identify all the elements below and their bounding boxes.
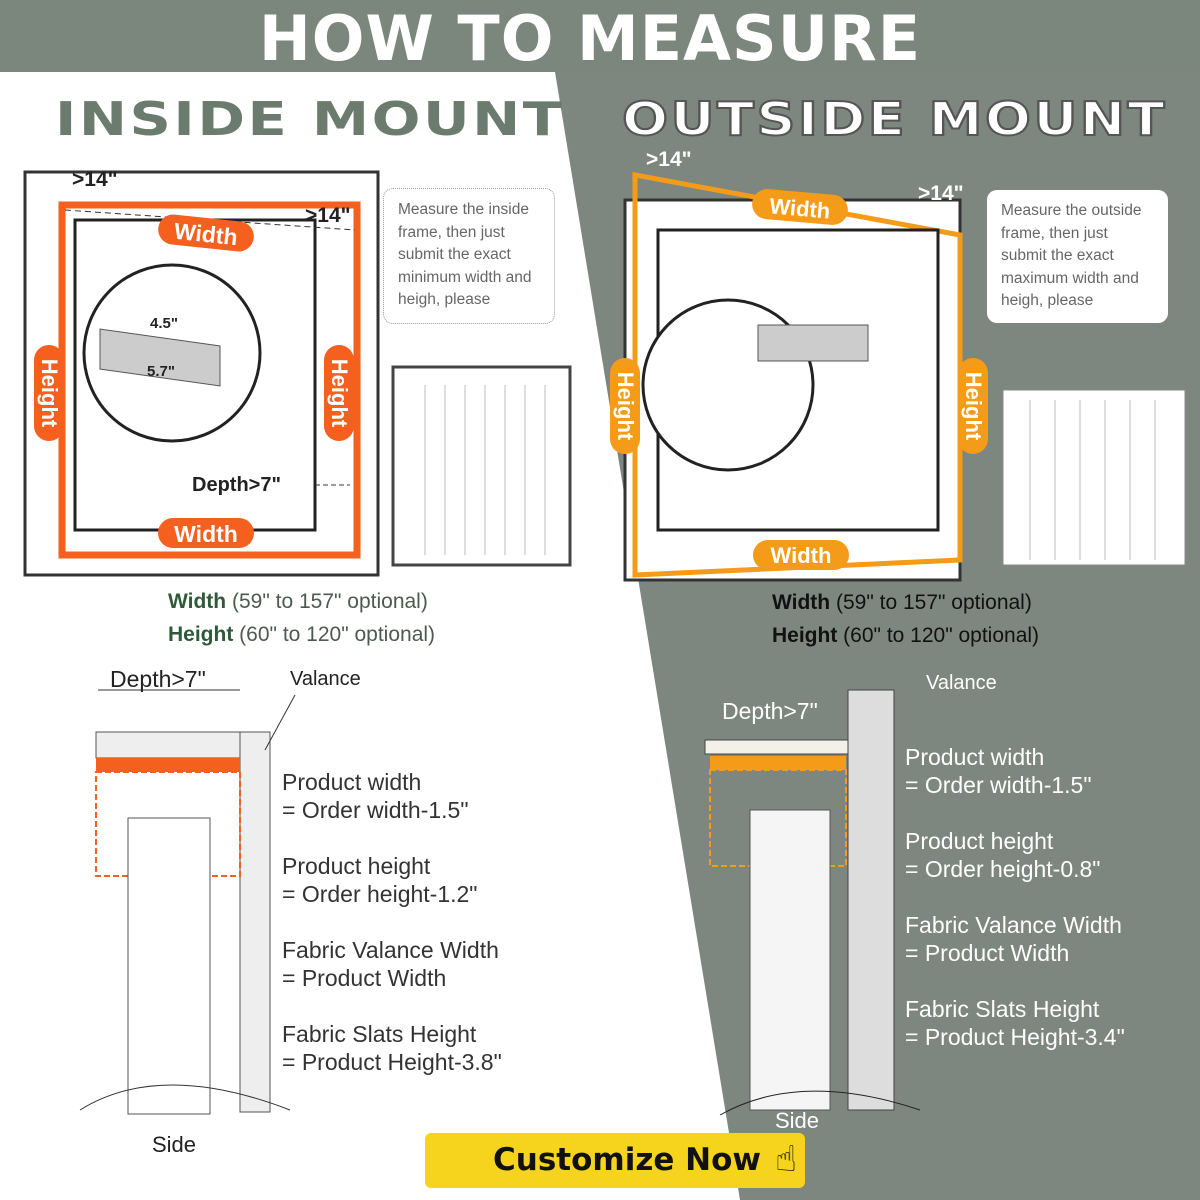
height-spec-label: Height: [772, 624, 838, 647]
width-label-bottom: Width: [174, 521, 238, 547]
page-title: HOW TO MEASURE: [258, 2, 922, 75]
valance-label: Valance: [290, 668, 361, 690]
inside-size-spec: Width (59" to 157" optional) Height (60"…: [168, 585, 435, 651]
formula-value: = Order height-1.2": [282, 881, 478, 907]
formula-name: Fabric Slats Height: [282, 1021, 477, 1047]
outside-window-diagram: Width Width Height Height >14" >14": [610, 148, 1186, 582]
customize-now-label: Customize Now: [493, 1142, 762, 1178]
formula-name: Fabric Slats Height: [905, 996, 1100, 1022]
height-spec-range: (60" to 120" optional): [239, 623, 436, 646]
formula-name: Product height: [905, 828, 1054, 854]
header-band: [0, 0, 1200, 72]
outside-callout: Measure the outside frame, then just sub…: [987, 190, 1168, 323]
depth-label: Depth>7": [192, 474, 281, 496]
height-spec-range: (60" to 120" optional): [843, 624, 1040, 647]
clearance-right: >14": [305, 204, 351, 227]
formula-value: = Product Height-3.8": [282, 1049, 502, 1075]
formula-name: Fabric Valance Width: [282, 937, 499, 963]
inside-mount-heading: INSIDE MOUNT: [55, 92, 565, 146]
clearance-left: >14": [646, 148, 692, 171]
formula-value: = Order width-1.5": [282, 797, 469, 823]
side-depth-label: Depth>7": [110, 666, 206, 692]
width-spec-label: Width: [772, 591, 831, 614]
formula-value: = Product Height-3.4": [905, 1024, 1125, 1050]
clearance-left: >14": [72, 168, 118, 191]
side-label: Side: [775, 1108, 820, 1133]
width-spec-range: (59" to 157" optional): [835, 591, 1032, 614]
formula-name: Product width: [282, 769, 422, 795]
inside-side-diagram: [79, 689, 296, 1115]
side-depth-label: Depth>7": [722, 698, 818, 724]
valance-label: Valance: [926, 672, 997, 694]
formula-value: = Product Width: [282, 965, 447, 991]
outside-formulas: Product width= Order width-1.5" Product …: [905, 743, 1125, 1079]
formula-value: = Order height-0.8": [905, 856, 1101, 882]
pointing-hand-icon: ☝: [775, 1139, 797, 1180]
formula-value: = Order width-1.5": [905, 772, 1092, 798]
height-label-left: Height: [37, 359, 62, 428]
width-spec-label: Width: [168, 590, 227, 613]
height-label-right: Height: [327, 359, 352, 428]
outside-mount-heading: OUTSIDE MOUNT: [621, 91, 1167, 147]
outside-side-diagram: [704, 689, 921, 1116]
bracket-dim-b: 5.7": [147, 363, 175, 380]
inside-formulas: Product width= Order width-1.5" Product …: [282, 768, 502, 1104]
outside-size-spec: Width (59" to 157" optional) Height (60"…: [772, 586, 1039, 652]
formula-name: Product height: [282, 853, 431, 879]
formula-value: = Product Width: [905, 940, 1070, 966]
width-label-top: Width: [768, 193, 831, 223]
inside-window-diagram: Width Width Height Height >14" >14" 4.5"…: [23, 168, 572, 577]
height-label-right: Height: [961, 372, 986, 441]
formula-name: Product width: [905, 744, 1045, 770]
clearance-right: >14": [918, 182, 964, 205]
height-spec-label: Height: [168, 623, 234, 646]
width-label-bottom: Width: [771, 543, 832, 568]
height-label-left: Height: [613, 372, 638, 441]
formula-name: Fabric Valance Width: [905, 912, 1122, 938]
bracket-dim-a: 4.5": [150, 315, 178, 332]
side-label: Side: [152, 1132, 197, 1157]
customize-now-button[interactable]: Customize Now ☝: [425, 1133, 805, 1188]
width-spec-range: (59" to 157" optional): [231, 590, 428, 613]
inside-callout: Measure the inside frame, then just subm…: [383, 188, 555, 324]
